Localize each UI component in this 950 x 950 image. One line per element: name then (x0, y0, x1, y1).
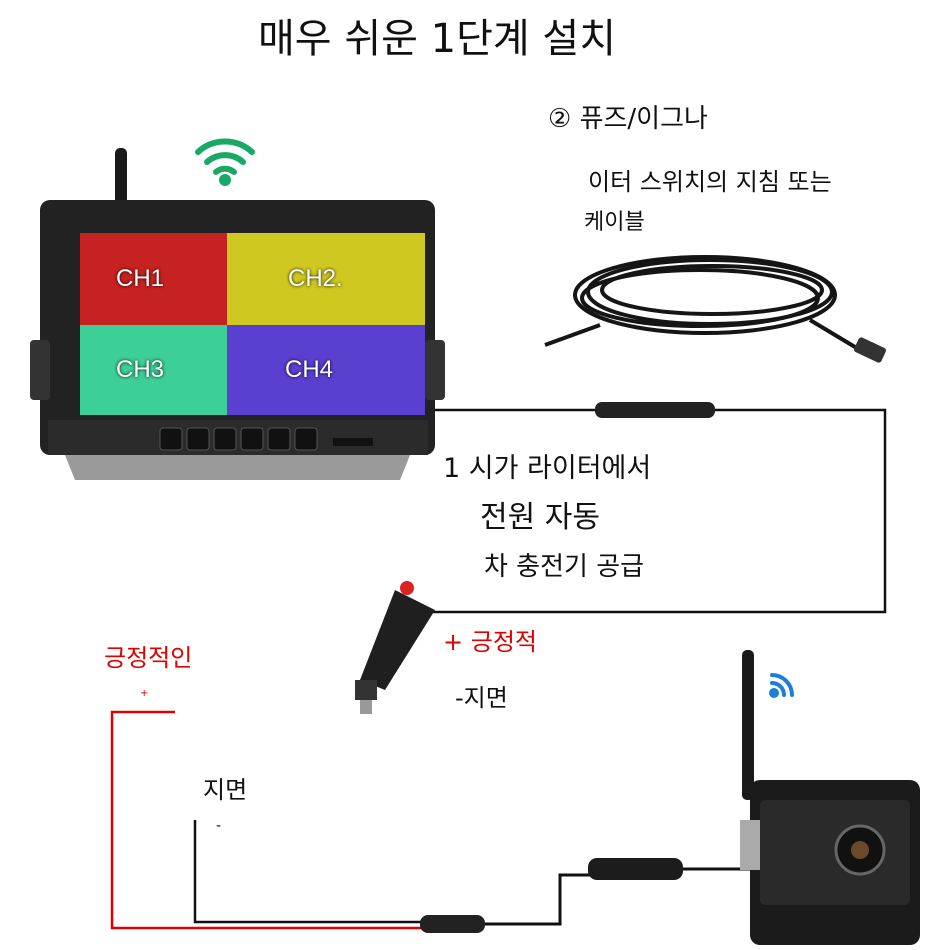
positive-wire (110, 710, 430, 930)
ground-sign: - (216, 818, 222, 834)
ch2-view (227, 233, 425, 325)
cigarette-lighter-plug (355, 581, 435, 714)
fuse-note-line3: 케이블 (584, 210, 645, 235)
camera-connector (588, 858, 683, 880)
monitor-antenna (115, 148, 127, 208)
positive-wire-label: 긍정적인 (104, 644, 193, 672)
camera-cable-connector (420, 915, 485, 933)
cable-connector (595, 402, 715, 418)
monitor-screen (80, 233, 425, 415)
ch4-view (227, 325, 425, 415)
plug-positive-label: + 긍정적 (443, 628, 537, 656)
ground-wire-label: 지면 (203, 776, 248, 804)
camera-antenna (742, 650, 754, 800)
lighter-note-line3: 차 충전기 공급 (484, 552, 645, 582)
plug-ground-label: -지면 (455, 684, 508, 712)
lighter-note-line1: 1 시가 라이터에서 (443, 453, 652, 484)
page-title: 매우 쉬운 1단계 설치 (258, 16, 616, 62)
wifi-icon (195, 138, 255, 186)
ch1-view (80, 233, 227, 325)
fuse-note-line1: ② 퓨즈/이그나 (548, 104, 708, 134)
rear-camera (740, 780, 920, 945)
camera-cable (485, 873, 590, 926)
channel-label-ch1: CH1 (116, 265, 165, 292)
channel-label-ch2: CH2. (288, 265, 343, 292)
ch3-view (80, 325, 227, 415)
lighter-note-line2: 전원 자동 (480, 500, 600, 535)
camera-wifi-icon (769, 673, 794, 698)
ground-wire (193, 820, 430, 924)
positive-sign: + (140, 688, 149, 699)
coiled-cable (544, 255, 862, 352)
fuse-note-line2: 이터 스위치의 지침 또는 (588, 168, 832, 196)
channel-label-ch3: CH3 (116, 356, 165, 383)
channel-label-ch4: CH4 (285, 356, 334, 383)
